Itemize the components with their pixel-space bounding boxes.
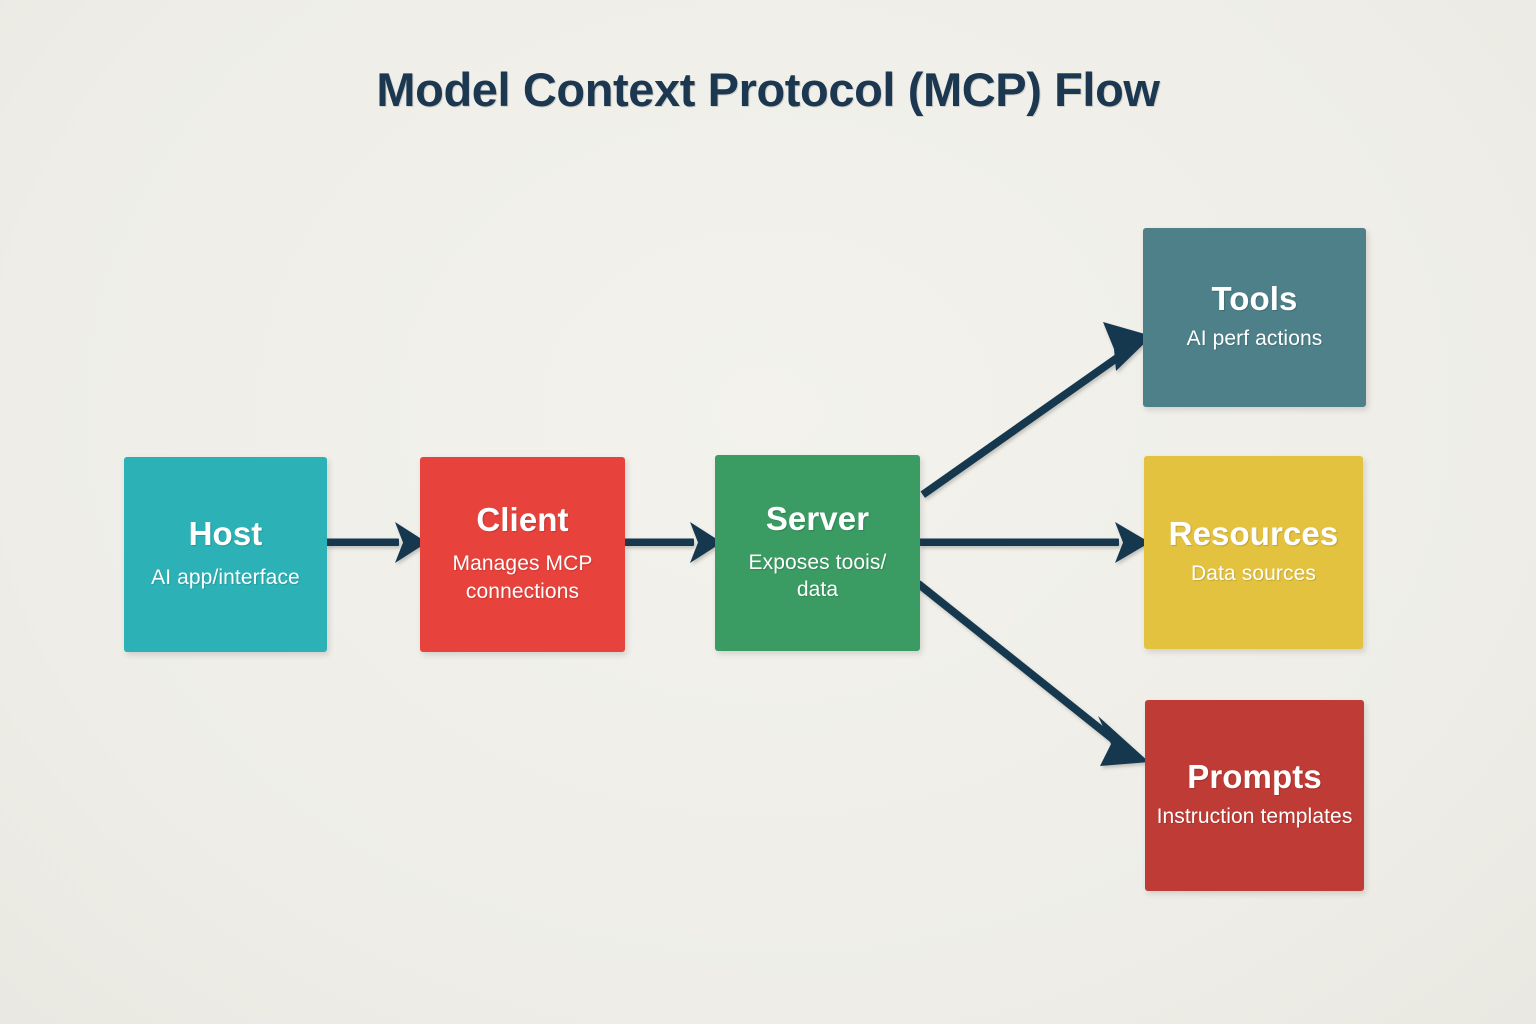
node-server-subtitle: Exposes toois/ data [748,550,887,602]
node-prompts[interactable]: Prompts Instruction templates [1145,700,1364,891]
node-server[interactable]: Server Exposes toois/ data [715,455,920,651]
node-prompts-title: Prompts [1187,757,1322,795]
node-tools-subtitle: AI perf actions [1186,327,1323,351]
node-resources-subtitle: Data sources [1191,562,1316,586]
node-client-subtitle: Manages MCP connections [452,552,593,603]
page-title: Model Context Protocol (MCP) Flow [376,63,1160,116]
node-tools-title: Tools [1211,279,1298,317]
node-resources-title: Resources [1168,514,1339,552]
node-client-title: Client [476,501,569,539]
node-client[interactable]: Client Manages MCP connections [420,457,625,652]
node-prompts-subtitle: Instruction templates [1156,805,1353,829]
node-tools[interactable]: Tools AI perf actions [1143,228,1366,407]
arrow-server-to-resources [919,522,1150,563]
arrow-server-to-tools [920,322,1152,498]
arrow-host-to-client [326,522,427,563]
node-host-subtitle: AI app/interface [151,565,300,589]
node-server-title: Server [765,499,870,537]
node-host[interactable]: Host AI app/interface [124,457,327,652]
arrow-client-to-server [624,522,722,563]
node-host-title: Host [188,515,263,553]
node-resources[interactable]: Resources Data sources [1144,456,1363,649]
arrow-server-to-prompts [915,580,1149,766]
